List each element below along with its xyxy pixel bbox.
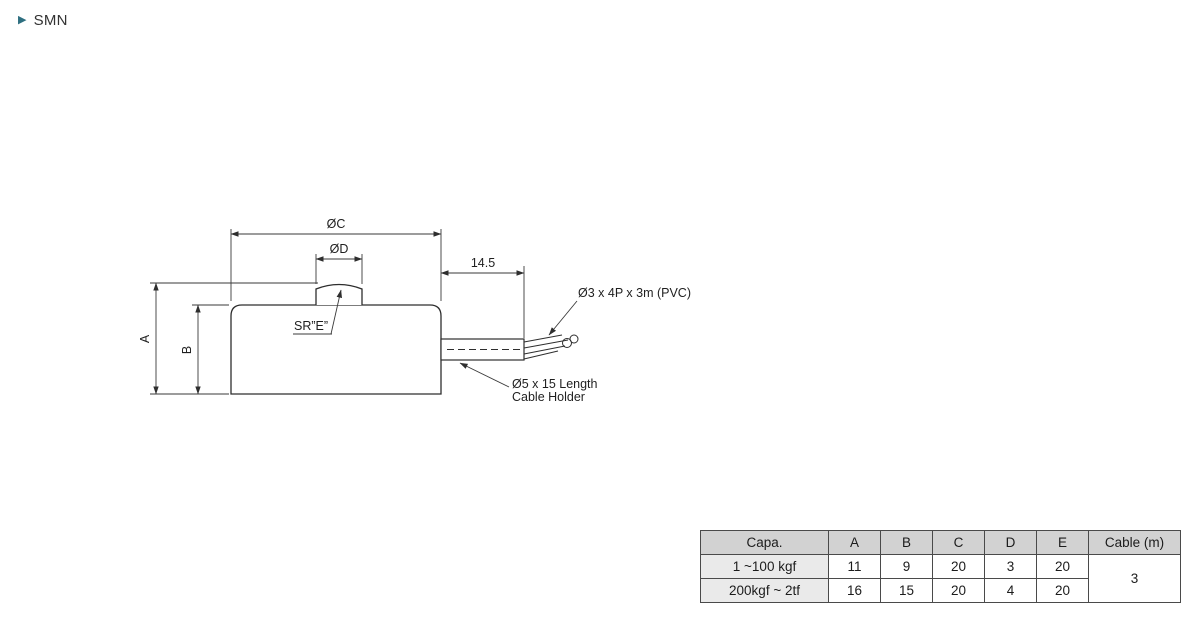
cell-b-2: 15 — [880, 578, 933, 603]
header-e: E — [1036, 530, 1089, 555]
table-header-row: Capa. A B C D E Cable (m) — [700, 530, 1181, 555]
section-arrow-icon: ▶ — [18, 14, 27, 26]
cell-capa-1: 1 ~100 kgf — [700, 554, 829, 579]
cell-e-2: 20 — [1036, 578, 1089, 603]
dim-b-label: B — [180, 346, 194, 354]
cell-c-2: 20 — [932, 578, 985, 603]
dim-oc-label: ØC — [327, 217, 346, 231]
cable-holder-leader — [459, 362, 510, 388]
dim-oc — [230, 229, 442, 301]
table-row: 1 ~100 kgf 11 9 20 3 20 3 — [700, 554, 1181, 603]
cell-e-1: 20 — [1036, 554, 1089, 579]
cable-spec-label: Ø3 x 4P x 3m (PVC) — [578, 286, 691, 300]
cell-d-2: 4 — [984, 578, 1037, 603]
page-title: ▶ SMN — [18, 12, 68, 29]
dim-b — [192, 304, 229, 395]
dim-145-label: 14.5 — [471, 256, 495, 270]
cell-b-1: 9 — [880, 554, 933, 579]
cell-capa-2: 200kgf ~ 2tf — [700, 578, 829, 603]
dim-145 — [440, 266, 525, 338]
header-b: B — [880, 530, 933, 555]
load-button — [315, 283, 363, 305]
header-d: D — [984, 530, 1037, 555]
sr-e-leader — [330, 289, 342, 335]
cell-d-1: 3 — [984, 554, 1037, 579]
cell-a-1: 11 — [828, 554, 881, 579]
dim-a-label: A — [138, 334, 152, 343]
cell-c-1: 20 — [932, 554, 985, 579]
cable-holder-label-2: Cable Holder — [512, 390, 585, 404]
cell-cable: 3 — [1088, 554, 1181, 603]
cable-wires — [523, 334, 579, 360]
header-a: A — [828, 530, 881, 555]
cable-spec-leader — [548, 300, 578, 336]
header-c: C — [932, 530, 985, 555]
dim-a — [150, 282, 318, 395]
dim-od-label: ØD — [330, 242, 349, 256]
table-row: 200kgf ~ 2tf 16 15 20 4 20 — [700, 578, 1181, 603]
cable-holder-label-1: Ø5 x 15 Length — [512, 377, 598, 391]
header-cable: Cable (m) — [1088, 530, 1181, 555]
header-capa: Capa. — [700, 530, 829, 555]
sr-e-label: SR”E” — [294, 319, 328, 333]
page-title-text: SMN — [33, 12, 68, 29]
dimension-table: Capa. A B C D E Cable (m) 1 ~100 kgf 11 … — [700, 530, 1181, 603]
dim-od — [315, 254, 363, 284]
cell-a-2: 16 — [828, 578, 881, 603]
load-cell-body — [230, 304, 442, 395]
